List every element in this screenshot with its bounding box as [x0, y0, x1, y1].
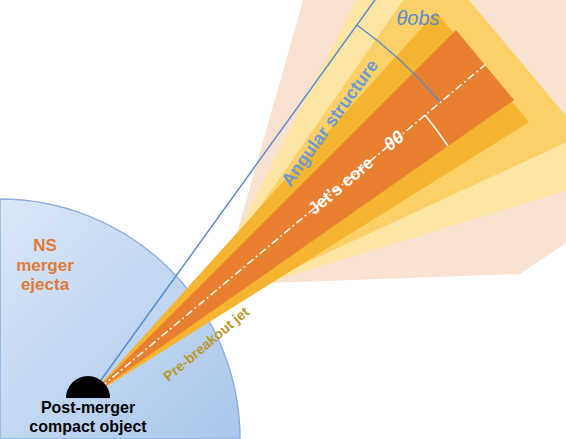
- theta-0-arc: [425, 115, 448, 146]
- compact-object-label: Post-merger compact object: [20, 399, 156, 436]
- gold-layer: [88, 12, 529, 398]
- compact-object: [66, 376, 110, 398]
- ejecta-label: NS merger ejecta: [8, 236, 82, 295]
- jet-core-label: Jet's core: [305, 153, 378, 219]
- theta-obs-label: θobs: [396, 7, 439, 30]
- pre-breakout-label: Pre-breakout jet: [160, 304, 252, 385]
- jet-core: [88, 30, 514, 398]
- theta-0-label: θ0: [380, 127, 409, 156]
- jet-axis: [88, 64, 486, 398]
- observer-line: [88, 0, 385, 398]
